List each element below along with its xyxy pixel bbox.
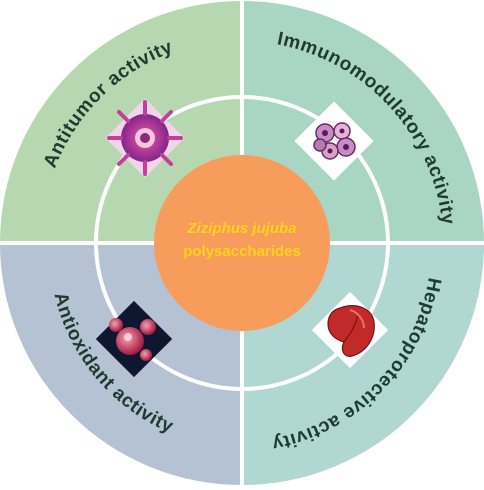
center-title-line2: polysaccharides	[183, 243, 301, 260]
immune-cells-icon	[294, 101, 374, 181]
center-circle	[154, 155, 330, 331]
inner-ring	[94, 95, 390, 391]
center-title-line1: Ziziphus jujuba	[186, 220, 296, 237]
cancer-cell-icon	[105, 98, 185, 178]
